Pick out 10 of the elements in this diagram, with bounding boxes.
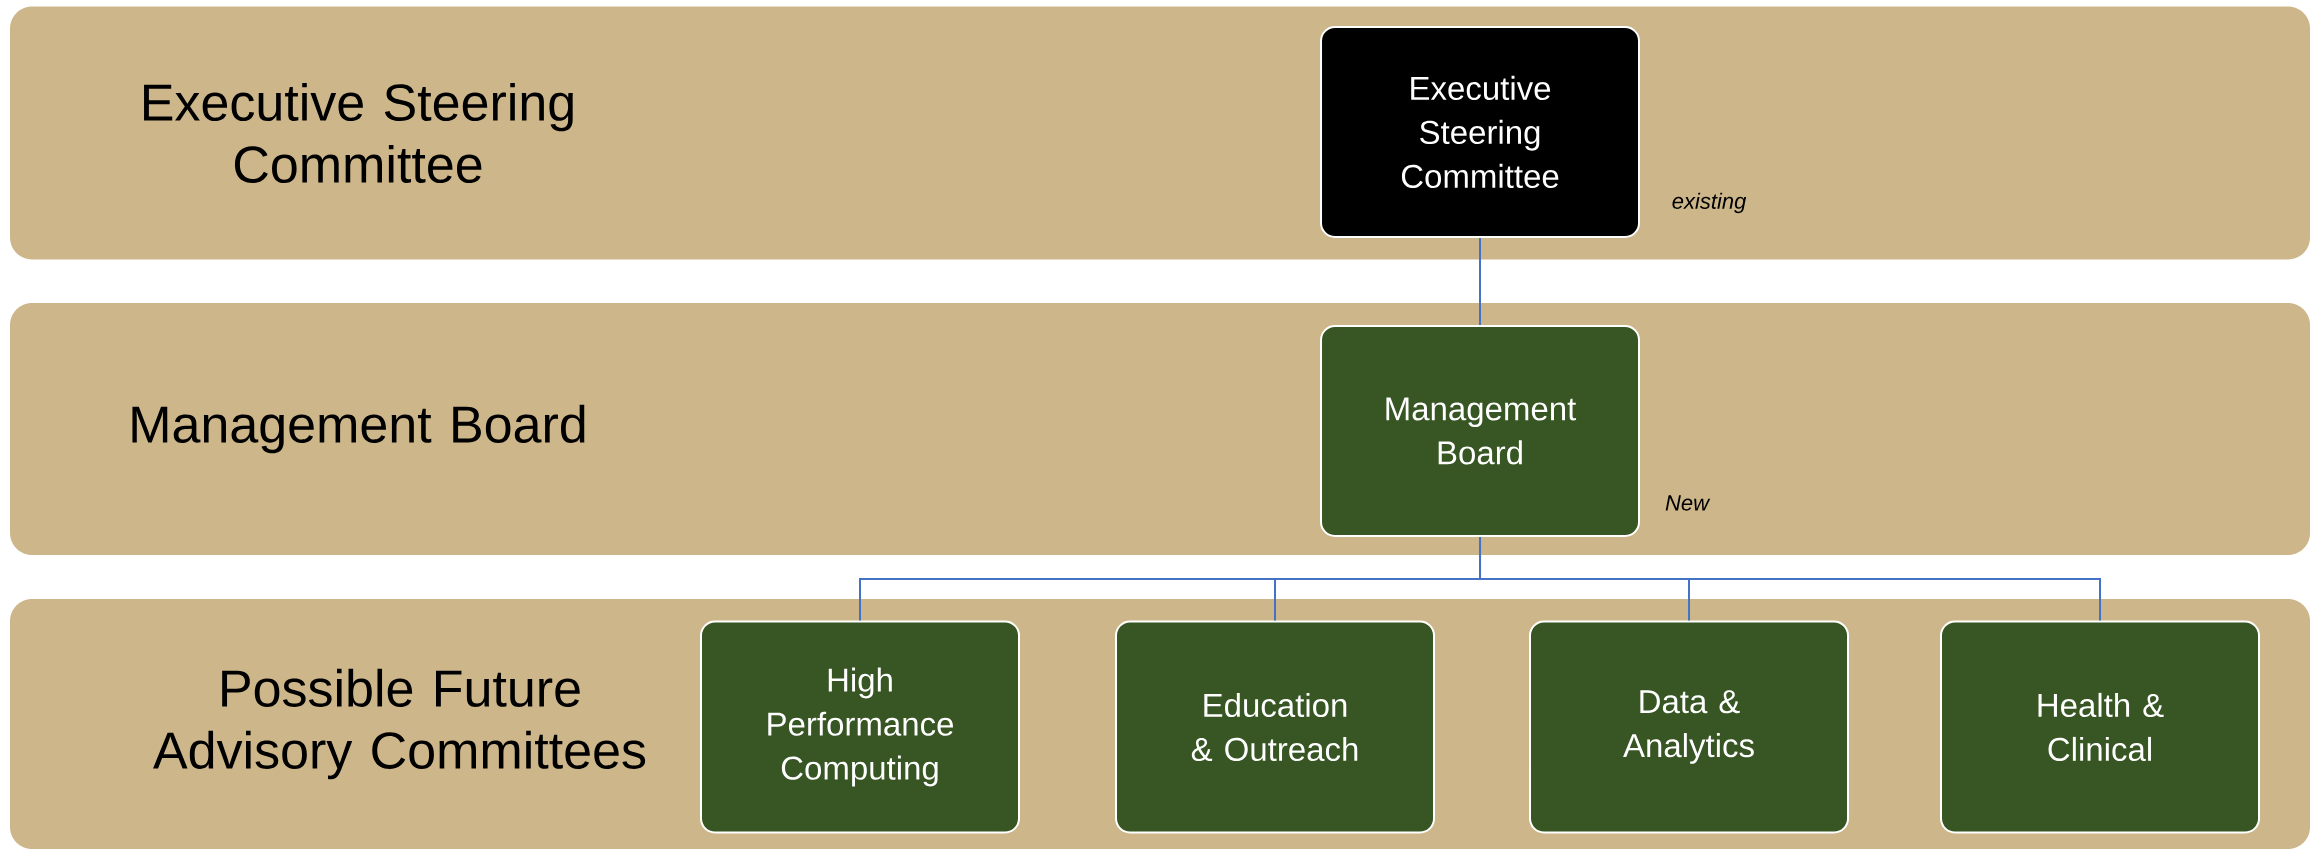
connector-line [1479,536,2101,622]
committee-box: Management Board [1320,325,1640,537]
status-note: existing [1672,192,1747,214]
committee-box: High Performance Computing [700,620,1020,834]
committee-box: Data & Analytics [1529,620,1849,834]
committee-box: Education & Outreach [1115,620,1435,834]
committee-box: Executive Steering Committee [1320,26,1640,238]
status-note: New [1665,495,1711,511]
committee-box: Health & Clinical [1940,620,2261,834]
connector-line [1479,237,1481,326]
